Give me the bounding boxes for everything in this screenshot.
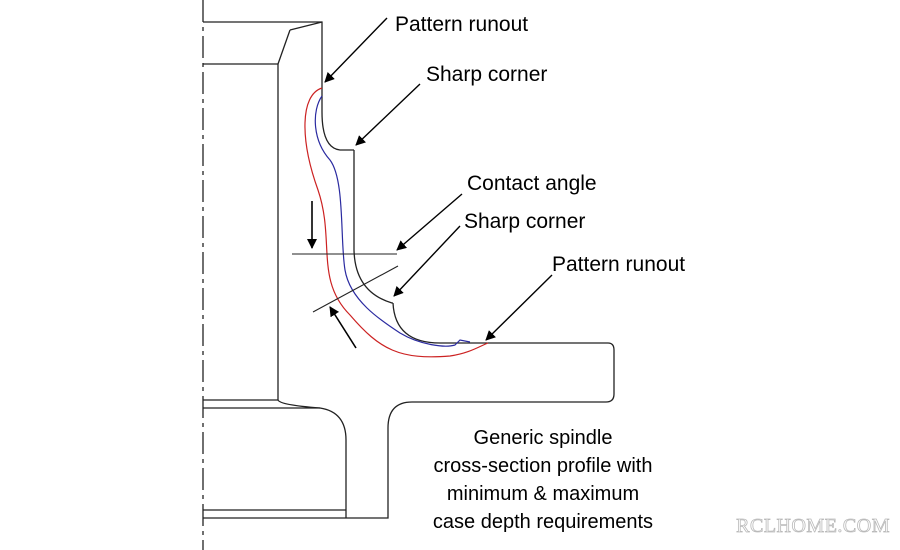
contact-angle-line (312, 265, 399, 313)
label-pattern-runout-right: Pattern runout (552, 253, 685, 276)
leader-pattern-runout-top (324, 17, 388, 83)
leader-contact-angle (396, 193, 463, 251)
caption-line-1: Generic spindle (474, 427, 613, 449)
max-case-depth-curve (304, 87, 489, 358)
leader-pattern-runout-right (485, 274, 553, 341)
watermark: RCLHOME.COM (736, 515, 890, 537)
label-pattern-runout-top: Pattern runout (395, 13, 528, 36)
caption-line-3: minimum & maximum (447, 483, 639, 505)
leader-sharp-corner-mid (393, 225, 461, 297)
leader-sharp-corner-top (355, 83, 421, 146)
caption: Generic spindle cross-section profile wi… (433, 427, 653, 533)
spindle-outline (203, 21, 615, 519)
caption-line-2: cross-section profile with (434, 455, 653, 477)
label-sharp-corner-top: Sharp corner (426, 63, 547, 86)
depth-arrow-up (329, 306, 357, 349)
label-sharp-corner-mid: Sharp corner (464, 210, 585, 233)
min-case-depth-curve (314, 95, 471, 347)
label-contact-angle: Contact angle (467, 172, 597, 195)
caption-line-4: case depth requirements (433, 511, 653, 533)
